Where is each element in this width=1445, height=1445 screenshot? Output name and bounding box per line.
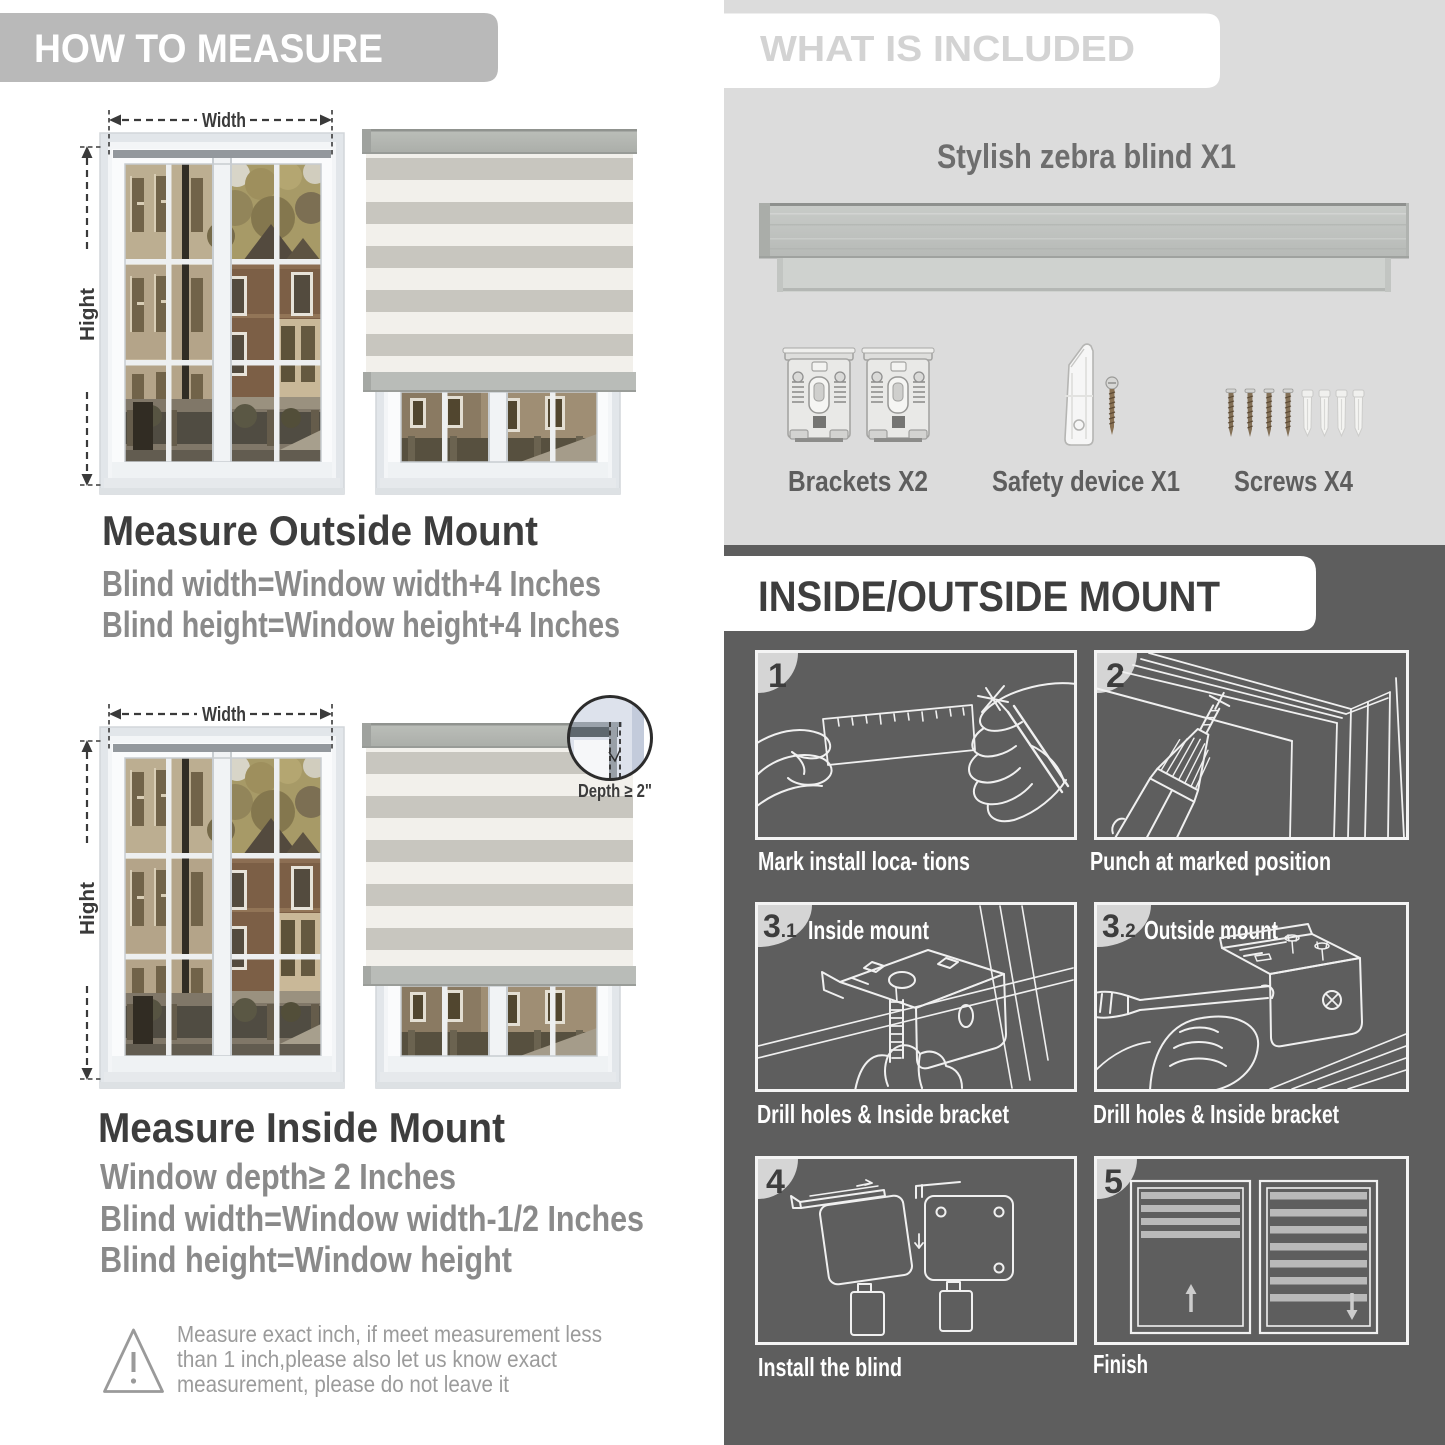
svg-text:Stylish zebra blind X1: Stylish zebra blind X1	[937, 138, 1236, 176]
svg-text:HOW TO MEASURE: HOW TO MEASURE	[34, 27, 383, 71]
svg-text:4: 4	[766, 1163, 785, 1201]
svg-text:Window depth≥ 2 Inches: Window depth≥ 2 Inches	[100, 1156, 456, 1197]
svg-text:Brackets X2: Brackets X2	[788, 466, 928, 498]
svg-text:Measure Inside Mount: Measure Inside Mount	[98, 1104, 505, 1151]
svg-text:than 1 inch,please also let us: than 1 inch,please also let us know exac…	[177, 1346, 558, 1372]
svg-text:Depth ≥ 2": Depth ≥ 2"	[578, 781, 652, 801]
svg-text:Install the blind: Install the blind	[758, 1352, 902, 1382]
svg-text:1: 1	[768, 657, 787, 695]
svg-text:Drill holes & Inside bracket: Drill holes & Inside bracket	[1093, 1099, 1339, 1129]
svg-text:Finish: Finish	[1093, 1349, 1148, 1379]
svg-text:WHAT IS INCLUDED: WHAT IS INCLUDED	[760, 28, 1135, 69]
svg-text:Outside mount: Outside mount	[1144, 915, 1278, 945]
svg-text:Blind height=Window height: Blind height=Window height	[100, 1239, 512, 1280]
svg-text:INSIDE/OUTSIDE MOUNT: INSIDE/OUTSIDE MOUNT	[758, 573, 1220, 621]
svg-text:Measure Outside Mount: Measure Outside Mount	[102, 507, 538, 554]
svg-text:Screws X4: Screws X4	[1234, 466, 1353, 498]
svg-text:5: 5	[1104, 1163, 1123, 1201]
svg-text:Blind height=Window height+4 I: Blind height=Window height+4 Inches	[102, 604, 620, 645]
svg-text:2: 2	[1106, 657, 1125, 695]
svg-text:Mark install loca- tions: Mark install loca- tions	[758, 846, 970, 876]
svg-text:Punch at marked position: Punch at marked position	[1090, 846, 1331, 876]
svg-text:Drill holes & Inside bracket: Drill holes & Inside bracket	[757, 1099, 1009, 1129]
svg-text:Blind width=Window width-1/2 I: Blind width=Window width-1/2 Inches	[100, 1198, 644, 1239]
svg-text:Blind width=Window width+4 Inc: Blind width=Window width+4 Inches	[102, 563, 601, 604]
svg-text:Safety device X1: Safety device X1	[992, 466, 1180, 498]
svg-text:measurement, please do not lea: measurement, please do not leave it	[177, 1371, 510, 1397]
svg-text:Inside mount: Inside mount	[808, 915, 929, 945]
svg-text:Measure exact inch, if meet me: Measure exact inch, if meet measurement …	[177, 1321, 602, 1347]
